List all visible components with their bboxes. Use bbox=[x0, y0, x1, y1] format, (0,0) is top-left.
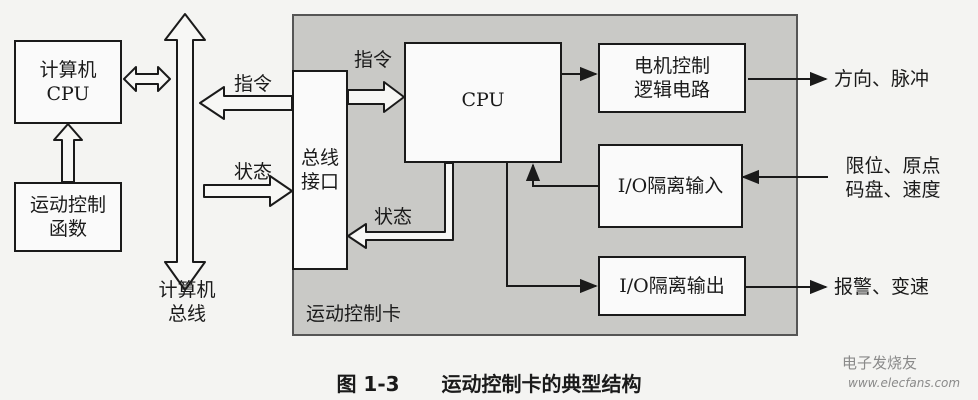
io-output-label: I/O隔离输出 bbox=[619, 275, 725, 297]
alarm-speed-label: 报警、变速 bbox=[834, 276, 930, 298]
command-label-left: 指令 bbox=[234, 73, 273, 95]
limit-origin-label: 限位、原点 码盘、速度 bbox=[845, 155, 941, 201]
command-to-cpu-arrow bbox=[347, 81, 405, 113]
watermark-site: www.elecfans.com bbox=[848, 376, 961, 390]
computer-bus-label: 计算机 总线 bbox=[158, 279, 216, 325]
direction-pulse-label: 方向、脉冲 bbox=[834, 68, 930, 90]
card-cpu-box: CPU bbox=[404, 42, 562, 163]
bus-interface-label: 总线 接口 bbox=[300, 147, 339, 193]
computer-cpu-box: 计算机 CPU bbox=[14, 40, 122, 124]
motion-card-label: 运动控制卡 bbox=[306, 303, 402, 325]
function-to-cpu-arrow bbox=[53, 123, 83, 183]
figure-number: 图 1-3 bbox=[336, 372, 400, 396]
motion-function-label: 运动控制 函数 bbox=[29, 194, 106, 240]
io-input-to-cpu-line bbox=[525, 163, 598, 187]
figure-caption: 图 1-3 运动控制卡的典型结构 bbox=[0, 368, 978, 397]
cpu-bus-double-arrow bbox=[123, 66, 171, 92]
figure-title: 运动控制卡的典型结构 bbox=[441, 372, 642, 396]
status-label-left: 状态 bbox=[234, 161, 273, 183]
card-cpu-label: CPU bbox=[461, 89, 505, 111]
status-to-interface-path bbox=[347, 162, 454, 249]
motor-control-box: 电机控制 逻辑电路 bbox=[598, 43, 746, 113]
motion-function-box: 运动控制 函数 bbox=[14, 182, 122, 252]
status-label-right: 状态 bbox=[374, 206, 413, 228]
computer-bus-arrow bbox=[164, 13, 206, 291]
bus-interface-box: 总线 接口 bbox=[292, 70, 348, 270]
computer-cpu-label: 计算机 CPU bbox=[39, 59, 97, 105]
watermark-logo-text: 电子发烧友 bbox=[842, 354, 918, 372]
status-to-interface-arrow bbox=[203, 175, 293, 207]
io-input-box: I/O隔离输入 bbox=[598, 144, 743, 228]
io-output-box: I/O隔离输出 bbox=[598, 256, 746, 316]
cpu-to-io-output-line bbox=[506, 163, 598, 294]
command-label-right: 指令 bbox=[354, 49, 393, 71]
io-input-label: I/O隔离输入 bbox=[617, 175, 724, 197]
motor-control-label: 电机控制 逻辑电路 bbox=[633, 55, 710, 101]
watermark: 电子发烧友 www.elecfans.com bbox=[842, 352, 978, 391]
